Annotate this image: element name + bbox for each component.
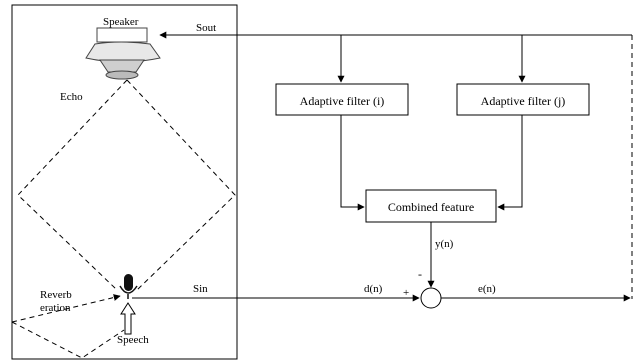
summing-junction <box>420 287 442 309</box>
speaker-icon <box>85 27 161 80</box>
filter-i-to-combined <box>340 115 365 211</box>
filter-j-to-combined <box>497 115 523 211</box>
combined-feature-block: Combined feature <box>365 189 497 223</box>
reverb-path-dashed-in <box>11 294 121 323</box>
speech-label: Speech <box>117 334 149 346</box>
echo-path-dashed-right <box>126 79 236 291</box>
s-in-label: Sin <box>193 283 208 295</box>
adaptive-filter-j-label: Adaptive filter (j) <box>481 94 566 108</box>
echo-path-dashed <box>17 79 128 291</box>
y-n-label: y(n) <box>435 238 454 250</box>
d-n-label: d(n) <box>364 283 383 295</box>
adaptive-filter-j-block: Adaptive filter (j) <box>456 83 590 116</box>
plus-sign: + <box>403 287 409 299</box>
reverb-path-dashed-loop <box>11 321 125 359</box>
speaker-label: Speaker <box>103 16 139 28</box>
minus-sign: - <box>418 267 422 281</box>
room-enclosure <box>11 4 238 360</box>
adaptive-filter-i-label: Adaptive filter (i) <box>300 94 385 108</box>
reverb-label-line1: Reverb <box>40 289 72 301</box>
speech-arrow-icon <box>120 302 136 335</box>
combined-feature-label: Combined feature <box>388 200 474 214</box>
s-out-label: Sout <box>196 22 216 34</box>
microphone-icon <box>119 274 138 299</box>
e-n-label: e(n) <box>478 283 496 295</box>
echo-label: Echo <box>60 91 83 103</box>
reverb-label-line2: eration <box>40 302 71 314</box>
adaptive-filter-i-block: Adaptive filter (i) <box>275 83 409 116</box>
